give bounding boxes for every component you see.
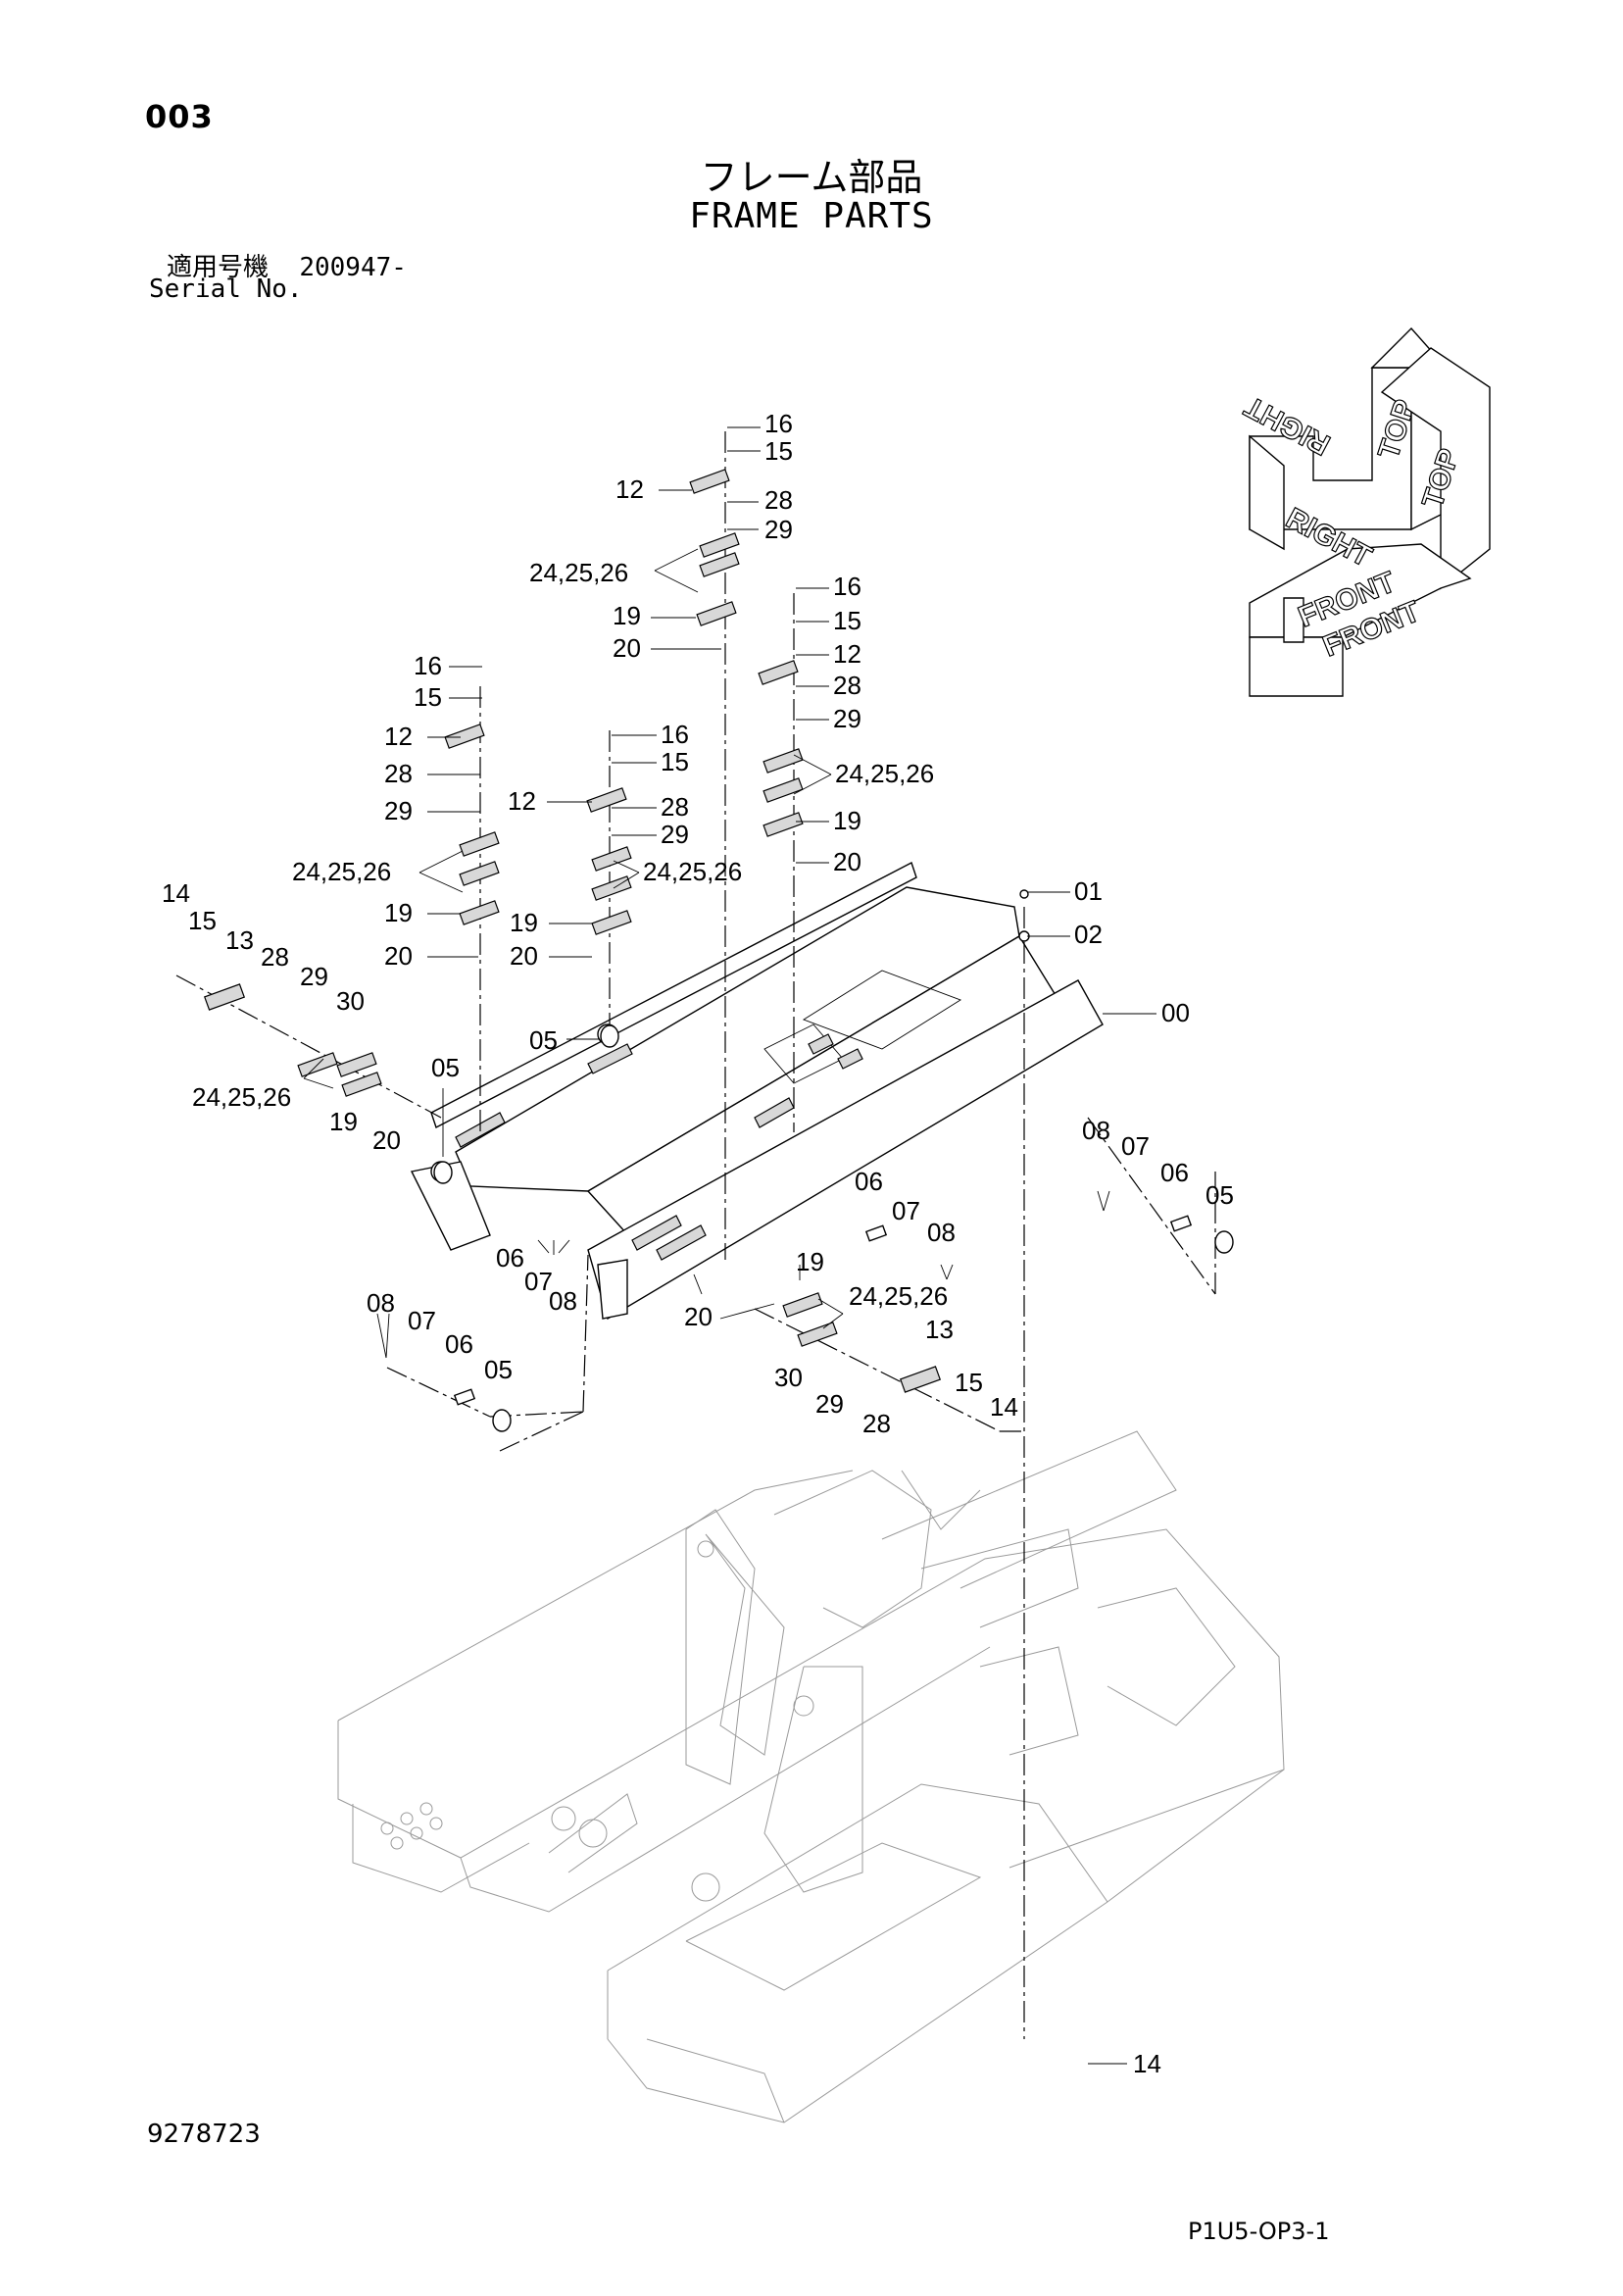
callout-label: 29 (661, 820, 689, 849)
callout-label: 06 (855, 1167, 883, 1196)
callout-label: 24,25,26 (529, 558, 628, 587)
serial-label-japanese: 適用号機 (167, 253, 270, 282)
callout-label: 00 (1161, 998, 1190, 1027)
callout-label: 28 (764, 485, 793, 515)
callout-label: 07 (408, 1306, 436, 1335)
serial-value: 200947- (299, 253, 407, 282)
callout-label: 16 (833, 572, 861, 601)
callout-label: 24,25,26 (192, 1082, 291, 1112)
callout-label: 12 (615, 474, 644, 504)
callout-label: 07 (524, 1267, 553, 1296)
callout-label: 05 (431, 1053, 460, 1082)
callout-label: 24,25,26 (835, 759, 934, 788)
callout-label: 12 (508, 786, 536, 816)
callout-label: 29 (764, 515, 793, 544)
callout-label: 15 (833, 606, 861, 635)
callout-label: 15 (414, 682, 442, 712)
callout-label: 08 (367, 1288, 395, 1318)
serial-label: Serial No. (149, 275, 303, 304)
callout-label: 15 (661, 747, 689, 776)
frame-assembly (410, 862, 1104, 1321)
callout-label: 29 (384, 796, 413, 825)
callout-label: 19 (510, 908, 538, 937)
callout-label: 01 (1074, 876, 1103, 906)
serial-line: 適用号機 200947- (167, 247, 407, 283)
callout-label: 29 (300, 962, 328, 991)
callout-label: 28 (833, 671, 861, 700)
callout-label: 28 (661, 792, 689, 822)
callout-label: 28 (862, 1409, 891, 1438)
callout-label: 19 (833, 806, 861, 835)
callout-label: 08 (549, 1286, 577, 1316)
callout-label: 14 (162, 878, 190, 908)
callout-label: 20 (684, 1302, 713, 1331)
callout-label: 19 (796, 1247, 824, 1276)
excavator-frame-outline (337, 1430, 1285, 2123)
callout-label: 28 (384, 759, 413, 788)
callout-label: 07 (1121, 1131, 1150, 1161)
callout-label: 14 (1133, 2049, 1161, 2078)
hardware-parts (203, 469, 1234, 1432)
callout-label: 15 (188, 906, 217, 935)
page-title-japanese: フレーム部品 (700, 156, 923, 199)
callout-label: 06 (1160, 1158, 1189, 1187)
document-number: 9278723 (147, 2120, 261, 2149)
callout-label: 19 (329, 1107, 358, 1136)
callout-label: 13 (925, 1315, 954, 1344)
callout-leaders (303, 426, 1156, 2065)
callout-label: 19 (384, 898, 413, 927)
callout-label: 13 (225, 925, 254, 955)
callout-label: 24,25,26 (643, 857, 742, 886)
callout-label: 28 (261, 942, 289, 972)
callout-label: 19 (613, 601, 641, 630)
callout-label: 08 (927, 1218, 956, 1247)
orientation-indicator: RIGHT RIGHT TOP TOP FRONT FRONT (1239, 326, 1491, 697)
callout-label: 15 (955, 1368, 983, 1397)
callout-label: 08 (1082, 1116, 1110, 1145)
callout-label: 24,25,26 (849, 1281, 948, 1311)
callout-label: 29 (833, 704, 861, 733)
callout-label: 29 (815, 1389, 844, 1419)
callout-label: 15 (764, 436, 793, 466)
page-title: FRAME PARTS (689, 196, 934, 236)
callout-label: 16 (661, 720, 689, 749)
callout-label: 16 (414, 651, 442, 680)
callout-label: 20 (372, 1125, 401, 1155)
callout-label: 20 (384, 941, 413, 971)
callout-label: 14 (990, 1392, 1018, 1422)
callout-label: 24,25,26 (292, 857, 391, 886)
callout-label: 20 (510, 941, 538, 971)
callout-label: 06 (496, 1243, 524, 1273)
callout-label: 05 (484, 1355, 513, 1384)
callout-label: 30 (774, 1363, 803, 1392)
callout-label: 20 (613, 633, 641, 663)
callout-label: 12 (833, 639, 861, 669)
callout-label: 12 (384, 722, 413, 751)
callout-label: 02 (1074, 920, 1103, 949)
page-number: 003 (145, 98, 214, 135)
callout-label: 20 (833, 847, 861, 876)
callout-label: 30 (336, 986, 365, 1016)
callout-label: 05 (529, 1025, 558, 1055)
callout-labels: 16 15 12 28 29 24,25,26 19 20 16 15 12 2… (162, 409, 1234, 2078)
callout-label: 06 (445, 1329, 473, 1359)
callout-label: 05 (1205, 1180, 1234, 1210)
callout-label: 07 (892, 1196, 920, 1225)
page-reference: P1U5-OP3-1 (1188, 2218, 1330, 2245)
callout-label: 16 (764, 409, 793, 438)
